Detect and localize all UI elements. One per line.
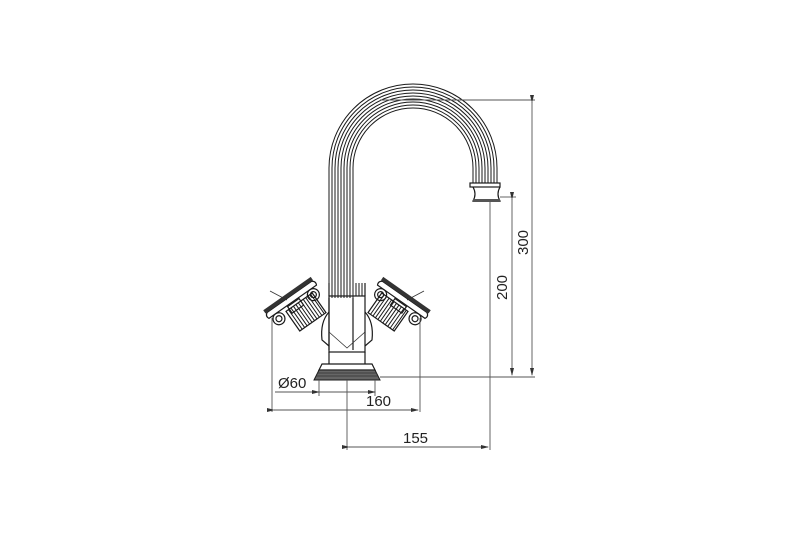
dim-overall-height: 300: [515, 95, 534, 376]
dim-base-diameter: Ø60: [275, 375, 376, 394]
dim-outlet-height: 200: [494, 192, 514, 376]
tap-body: [321, 283, 373, 353]
left-handle: [263, 276, 327, 332]
dim-handle-span: 160: [267, 393, 419, 412]
dim-overall-height-label: 300: [515, 230, 532, 255]
spout-flutes: [328, 83, 498, 298]
dim-outlet-height-label: 200: [494, 275, 511, 300]
dimension-lines: Ø60 160 155 200 300: [267, 95, 535, 450]
dim-spout-reach: 155: [342, 430, 489, 449]
right-handle: [367, 276, 431, 332]
tap-base: [313, 352, 381, 381]
dim-spout-reach-label: 155: [403, 430, 428, 447]
spout-outlet: [469, 182, 502, 202]
dim-base-diameter-label: Ø60: [278, 375, 306, 392]
spout: [328, 83, 502, 298]
dim-handle-span-label: 160: [366, 393, 391, 410]
